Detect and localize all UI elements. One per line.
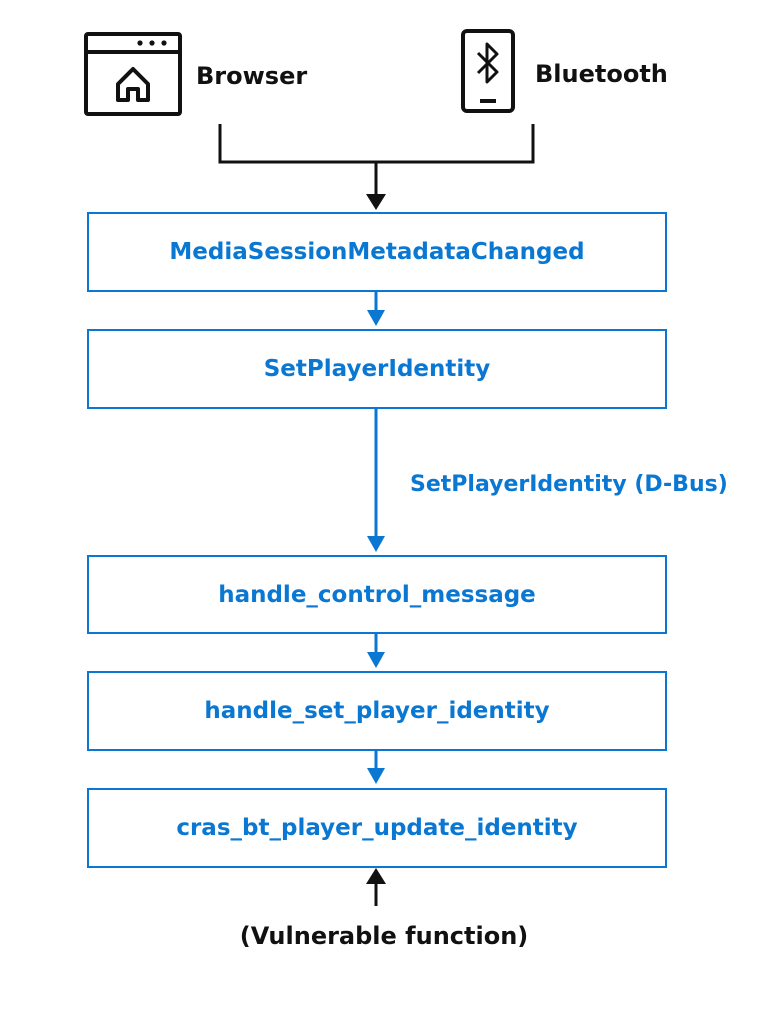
node-label: cras_bt_player_update_identity [176,815,578,841]
source-label-bluetooth: Bluetooth [535,60,668,88]
edge-label-dbus: SetPlayerIdentity (D-Bus) [410,472,728,497]
node-label: SetPlayerIdentity [263,356,491,382]
vulnerable-function-note: (Vulnerable function) [239,922,529,950]
vulnerable-pointer-arrow [366,868,386,906]
arrow-4-5 [367,750,385,784]
node-label: handle_set_player_identity [204,698,550,724]
browser-window-icon [84,32,182,116]
node-handle-control-message: handle_control_message [87,555,667,634]
arrow-2-3 [367,408,385,552]
bluetooth-phone-icon [461,29,515,113]
arrow-3-4 [367,633,385,668]
node-set-player-identity: SetPlayerIdentity [87,329,667,409]
node-label: handle_control_message [218,581,536,608]
arrow-1-2 [367,292,385,326]
node-handle-set-player-identity: handle_set_player_identity [87,671,667,751]
node-media-session-metadata-changed: MediaSessionMetadataChanged [87,212,667,292]
arrowhead [366,194,386,210]
source-label-browser: Browser [196,62,308,90]
node-cras-bt-player-update-identity: cras_bt_player_update_identity [87,788,667,868]
node-label: MediaSessionMetadataChanged [169,239,585,265]
source-merge-connector [218,124,535,210]
